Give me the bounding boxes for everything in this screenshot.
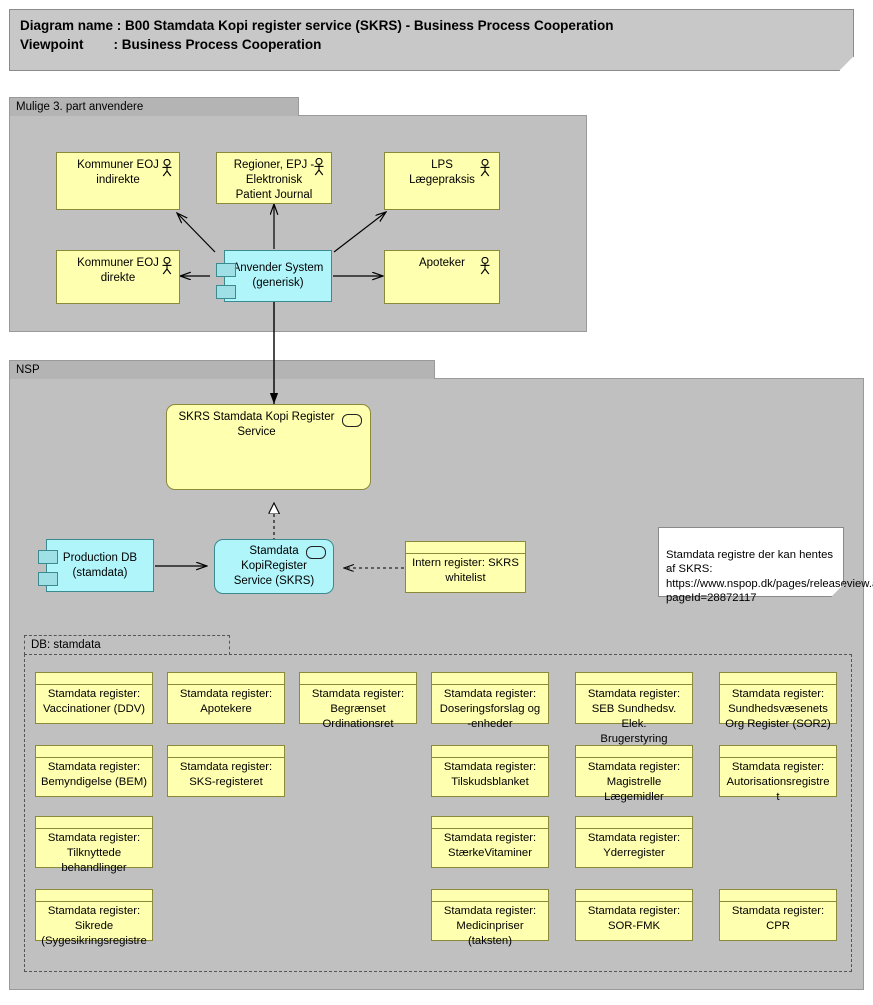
element-intern-register-whitelist[interactable]: Intern register: SKRS whitelist [405, 541, 526, 593]
element-lps-laegepraksis[interactable]: LPS Lægepraksis [384, 152, 500, 210]
element-label: Regioner, EPJ - Elektronisk Patient Jour… [233, 159, 315, 201]
register-header-strip [720, 890, 836, 902]
register-card[interactable]: Stamdata register: Sundhedsvæsenets Org … [719, 672, 837, 730]
actor-icon [162, 159, 172, 177]
element-kommuner-eoj-direkte[interactable]: Kommuner EOJ direkte [56, 250, 180, 304]
register-card[interactable]: Stamdata register: CPR [719, 889, 837, 941]
element-regioner-epj[interactable]: Regioner, EPJ - Elektronisk Patient Jour… [216, 152, 332, 204]
register-card[interactable]: Stamdata register: Sikrede (Sygesikrings… [35, 889, 153, 947]
component-tab-top [38, 550, 58, 564]
register-label: Stamdata register: Medicinpriser (takste… [443, 905, 537, 947]
register-label: Stamdata register: Vaccinationer (DDV) [42, 688, 146, 715]
register-header-strip [36, 890, 152, 902]
component-icon [216, 263, 236, 307]
element-kommuner-eoj-indirekte[interactable]: Kommuner EOJ indirekte [56, 152, 180, 210]
register-label: Stamdata register: Tilskudsblanket [443, 761, 537, 788]
register-header-strip [432, 746, 548, 758]
component-tab-bottom [216, 285, 236, 299]
element-label: Anvender System (generisk) [232, 262, 324, 289]
component-tab-top [216, 263, 236, 277]
register-header-strip [576, 673, 692, 685]
actor-icon [162, 257, 172, 275]
register-header-strip [576, 890, 692, 902]
service-oval-icon [306, 546, 326, 559]
register-label: Stamdata register: Sundhedsvæsenets Org … [725, 688, 831, 730]
register-header-strip [36, 746, 152, 758]
register-header-strip [432, 817, 548, 829]
register-header-strip [406, 542, 525, 554]
register-card[interactable]: Stamdata register: SOR-FMK [575, 889, 693, 941]
register-card[interactable]: Stamdata register: Begrænset Ordinations… [299, 672, 417, 730]
register-card[interactable]: Stamdata register: StærkeVitaminer [431, 816, 549, 868]
register-card[interactable]: Stamdata register: Doseringsforslag og -… [431, 672, 549, 730]
register-label: Stamdata register: Yderregister [587, 832, 681, 859]
register-card[interactable]: Stamdata register: Vaccinationer (DDV) [35, 672, 153, 724]
register-label: Stamdata register: Sikrede (Sygesikrings… [41, 905, 147, 947]
element-label: SKRS Stamdata Kopi Register Service [178, 411, 335, 438]
register-label: Stamdata register: SOR-FMK [587, 905, 681, 932]
register-card[interactable]: Stamdata register: SKS-registeret [167, 745, 285, 797]
register-header-strip [36, 817, 152, 829]
group-third-party-title: Mulige 3. part anvendere [9, 97, 299, 116]
register-card[interactable]: Stamdata register: Medicinpriser (takste… [431, 889, 549, 947]
group-db-stamdata: DB: stamdata [24, 635, 852, 972]
note-stamdata-registre-link: Stamdata registre der kan hentes af SKRS… [658, 527, 873, 604]
register-header-strip [576, 817, 692, 829]
note-text: Stamdata registre der kan hentes af SKRS… [666, 548, 873, 605]
register-header-strip [168, 673, 284, 685]
service-oval-icon [342, 414, 362, 427]
element-production-db[interactable]: Production DB (stamdata) [38, 539, 154, 592]
register-header-strip [168, 746, 284, 758]
register-label: Stamdata register: SEB Sundhedsv. Elek. … [587, 688, 681, 745]
element-label: Kommuner EOJ indirekte [77, 159, 159, 186]
element-stamdata-kopiregister-service[interactable]: Stamdata KopiRegister Service (SKRS) [214, 539, 334, 594]
register-header-strip [432, 673, 548, 685]
register-header-strip [432, 890, 548, 902]
register-header-strip [720, 673, 836, 685]
register-label: Stamdata register: Begrænset Ordinations… [311, 688, 405, 730]
component-icon [38, 550, 58, 594]
register-label: Stamdata register: SKS-registeret [179, 761, 273, 788]
actor-icon [480, 159, 490, 177]
actor-icon [480, 257, 490, 275]
element-label: LPS Lægepraksis [409, 159, 475, 186]
register-label: Stamdata register: CPR [731, 905, 825, 932]
register-header-strip [576, 746, 692, 758]
element-anvender-system[interactable]: Anvender System (generisk) [216, 250, 332, 302]
register-card[interactable]: Stamdata register: Magistrelle Lægemidle… [575, 745, 693, 803]
element-label: Production DB (stamdata) [62, 551, 138, 579]
element-label: Apoteker [418, 257, 466, 269]
group-nsp-title: NSP [9, 360, 435, 379]
note-fold-corner [839, 56, 854, 71]
register-card[interactable]: Stamdata register: Autorisationsregistre… [719, 745, 837, 803]
register-label: Stamdata register: Tilknyttede behandlin… [47, 832, 141, 874]
register-label: Stamdata register: Magistrelle Lægemidle… [587, 761, 681, 803]
element-label: Stamdata KopiRegister Service (SKRS) [233, 545, 315, 587]
element-apoteker[interactable]: Apoteker [384, 250, 500, 304]
register-card[interactable]: Stamdata register: Apotekere [167, 672, 285, 724]
register-label: Stamdata register: Autorisationsregistre… [726, 761, 830, 803]
register-label: Stamdata register: Apotekere [179, 688, 273, 715]
register-header-strip [36, 673, 152, 685]
register-card[interactable]: Stamdata register: Yderregister [575, 816, 693, 868]
register-header-strip [300, 673, 416, 685]
register-label: Stamdata register: Doseringsforslag og -… [439, 688, 541, 730]
element-label: Intern register: SKRS whitelist [412, 557, 519, 584]
group-db-stamdata-title: DB: stamdata [24, 635, 230, 655]
component-tab-bottom [38, 572, 58, 586]
register-card[interactable]: Stamdata register: Tilskudsblanket [431, 745, 549, 797]
element-label: Kommuner EOJ direkte [77, 257, 159, 284]
register-label: Stamdata register: Bemyndigelse (BEM) [40, 761, 148, 788]
register-card[interactable]: Stamdata register: SEB Sundhedsv. Elek. … [575, 672, 693, 745]
actor-icon [314, 158, 324, 176]
register-card[interactable]: Stamdata register: Tilknyttede behandlin… [35, 816, 153, 874]
register-label: Stamdata register: StærkeVitaminer [443, 832, 537, 859]
element-skrs-stamdata-kopi-register-service[interactable]: SKRS Stamdata Kopi Register Service [166, 404, 371, 490]
viewpoint-line: Viewpoint : Business Process Cooperation [20, 37, 322, 52]
diagram-name-line: Diagram name : B00 Stamdata Kopi registe… [20, 18, 614, 33]
register-card[interactable]: Stamdata register: Bemyndigelse (BEM) [35, 745, 153, 797]
register-header-strip [720, 746, 836, 758]
diagram-title-note: Diagram name : B00 Stamdata Kopi registe… [9, 9, 854, 71]
